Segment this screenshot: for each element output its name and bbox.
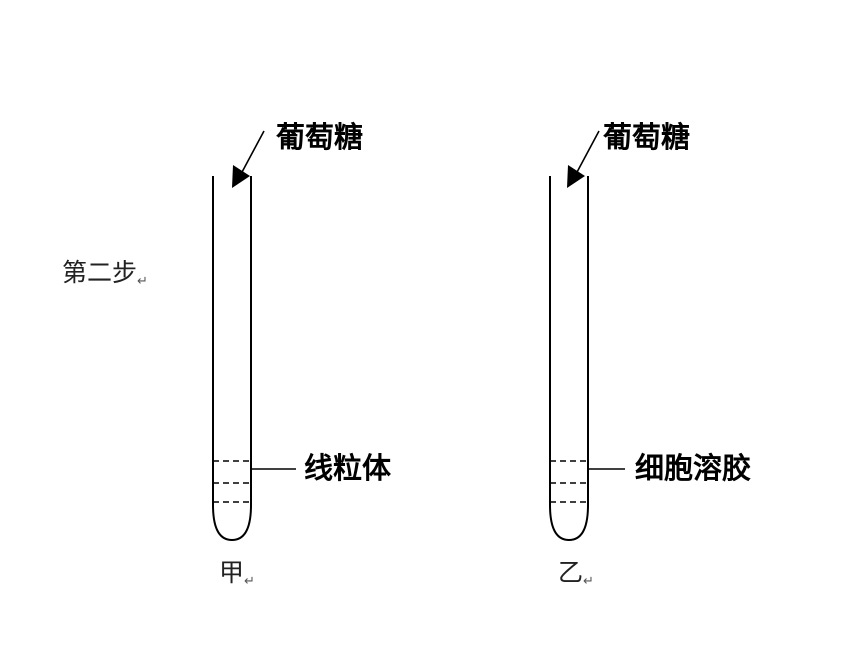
test-tube-yi <box>549 176 589 542</box>
return-mark-icon: ↵ <box>583 574 594 589</box>
liquid-layer-jia <box>213 460 251 503</box>
arrow-icon <box>232 130 265 188</box>
return-mark-icon: ↵ <box>244 574 255 589</box>
liquid-layer-yi <box>550 460 588 503</box>
input-label-yi: 葡萄糖 <box>603 120 691 154</box>
content-label-yi: 细胞溶胶 <box>635 451 752 485</box>
input-label-jia: 葡萄糖 <box>276 120 364 154</box>
content-label-jia: 线粒体 <box>304 451 392 485</box>
arrow-icon <box>567 130 600 188</box>
tube-name-jia: 甲↵ <box>219 558 255 589</box>
step-label: 第二步↵ <box>62 258 148 289</box>
test-tube-jia <box>212 176 252 542</box>
return-mark-icon: ↵ <box>137 274 148 289</box>
tube-name-yi: 乙↵ <box>558 558 594 589</box>
